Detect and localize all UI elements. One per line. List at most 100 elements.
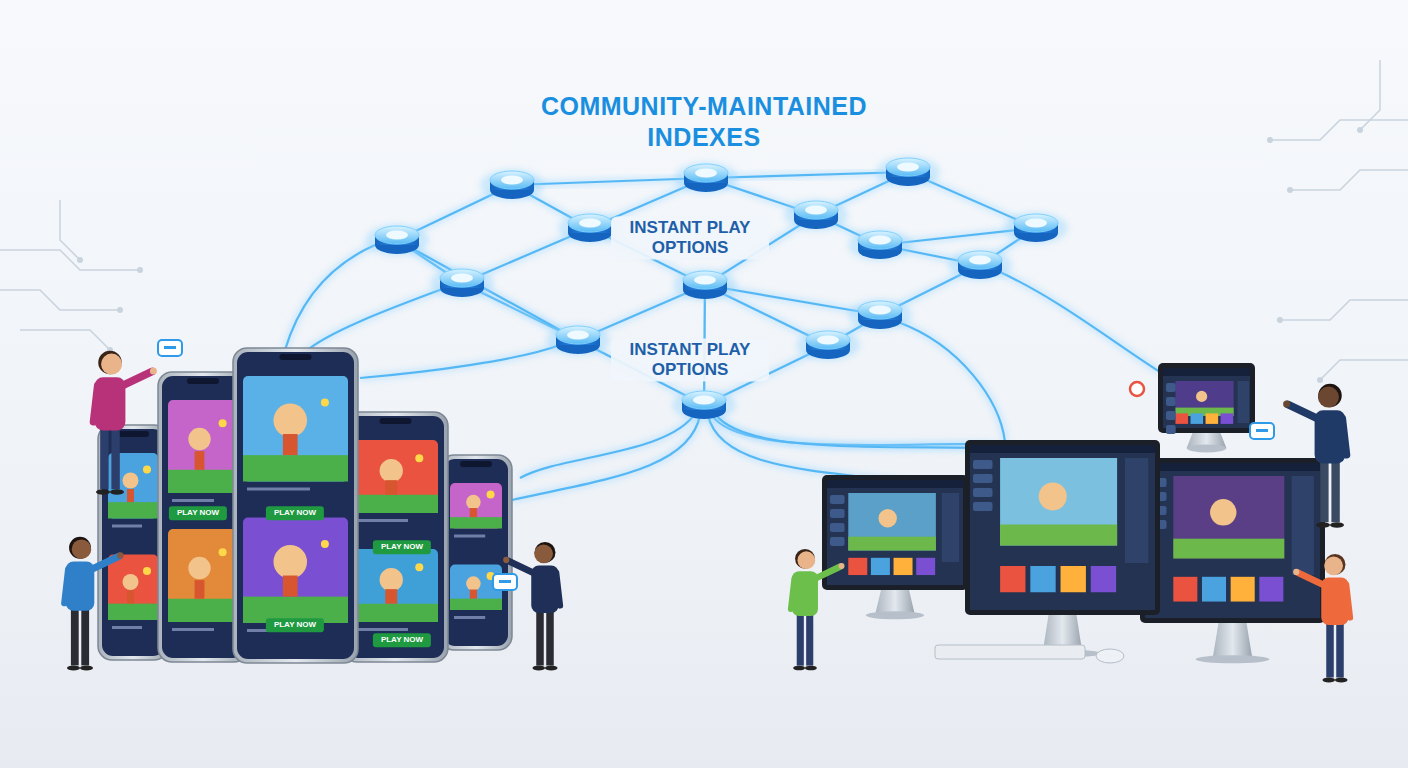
hub-top [794, 201, 838, 219]
monitor-screen [970, 445, 1155, 610]
play-button: PLAY NOW [266, 618, 324, 632]
trace-dot [1357, 127, 1363, 133]
network-label: INSTANT PLAY OPTIONS [611, 217, 769, 260]
scene-ground [1173, 539, 1284, 559]
shoe [1316, 522, 1330, 528]
side-panel [1125, 458, 1148, 563]
hub-light [969, 256, 991, 265]
card-character-body [470, 508, 477, 517]
glow-line [712, 415, 995, 445]
side-panel [1292, 476, 1314, 575]
hub-glow [365, 224, 429, 256]
card-ground [108, 604, 158, 620]
thumb [916, 558, 935, 575]
game-card [168, 529, 238, 622]
card-character-body [385, 480, 397, 495]
hub-light [567, 331, 589, 340]
card-ground [353, 604, 438, 622]
trace-dot [77, 257, 83, 263]
hub-glow [796, 329, 860, 361]
glow-line [1000, 272, 1160, 372]
leg [1336, 621, 1344, 677]
network-line [1000, 272, 1160, 372]
hub-top [684, 164, 728, 182]
hub-light [695, 169, 717, 178]
hand [503, 557, 509, 563]
side-item [1166, 411, 1176, 420]
monitor-foot [866, 611, 924, 619]
trace-dot [1287, 187, 1293, 193]
phone-frame [440, 455, 512, 650]
shoe [533, 666, 546, 671]
person [93, 351, 157, 495]
leg [1320, 459, 1328, 522]
keyboard [935, 645, 1085, 659]
arm [1346, 585, 1350, 618]
screen-bar [1163, 368, 1250, 376]
card-coin [321, 540, 329, 548]
hub-glow [480, 169, 544, 201]
circuit-trace [1270, 120, 1408, 140]
hub-top [858, 231, 902, 249]
shoe [1335, 678, 1348, 683]
thumb [1030, 566, 1055, 592]
hub-top [1014, 214, 1058, 232]
shoe [1330, 522, 1344, 528]
game-scene [1175, 381, 1233, 416]
chat-line [164, 346, 176, 349]
hair [1318, 384, 1342, 408]
scene-character [879, 509, 897, 527]
phone-notch [460, 461, 492, 467]
leg [1326, 621, 1334, 677]
card-coin [143, 465, 151, 473]
monitor [1140, 458, 1325, 663]
card-character [466, 495, 481, 510]
network-line [360, 345, 560, 378]
scene-character [1039, 483, 1067, 511]
side-item [830, 495, 845, 504]
hub-glow [674, 162, 738, 194]
hub-light [869, 306, 891, 315]
thumb [1202, 577, 1226, 602]
side-panel [1238, 381, 1250, 423]
card-character-body [127, 489, 134, 502]
game-card [243, 376, 348, 482]
trace-dot [1267, 137, 1273, 143]
hair [535, 542, 556, 563]
hub-top [556, 326, 600, 344]
card-line [357, 628, 408, 631]
phone-screen [444, 459, 508, 646]
head [1318, 387, 1339, 408]
card-ground [108, 502, 158, 518]
glow-line [898, 322, 1005, 442]
phone-notch [380, 418, 412, 424]
card-character [273, 404, 307, 438]
card-character [123, 473, 139, 489]
game-card [450, 483, 502, 529]
thumb [871, 558, 890, 575]
hub-top [568, 214, 612, 232]
leg [1331, 459, 1339, 522]
phone-screen [237, 352, 354, 659]
card-character [380, 459, 403, 482]
game-card [353, 440, 438, 513]
play-button: PLAY NOW [266, 506, 324, 520]
shoe [110, 489, 124, 495]
network-line [285, 245, 375, 350]
hub-light [817, 336, 839, 345]
card-ground [450, 517, 502, 528]
side-item [830, 509, 845, 518]
side-item [830, 537, 845, 546]
person [1283, 384, 1347, 528]
monitor-screen [827, 480, 963, 585]
hub-light [1025, 219, 1047, 228]
shoe [67, 665, 80, 670]
card-coin [487, 490, 495, 498]
arm [1298, 573, 1324, 586]
thumb [1190, 413, 1203, 424]
card-character [188, 428, 210, 450]
hub-glow [1004, 212, 1068, 244]
arm [92, 556, 119, 569]
card-character [188, 557, 210, 579]
